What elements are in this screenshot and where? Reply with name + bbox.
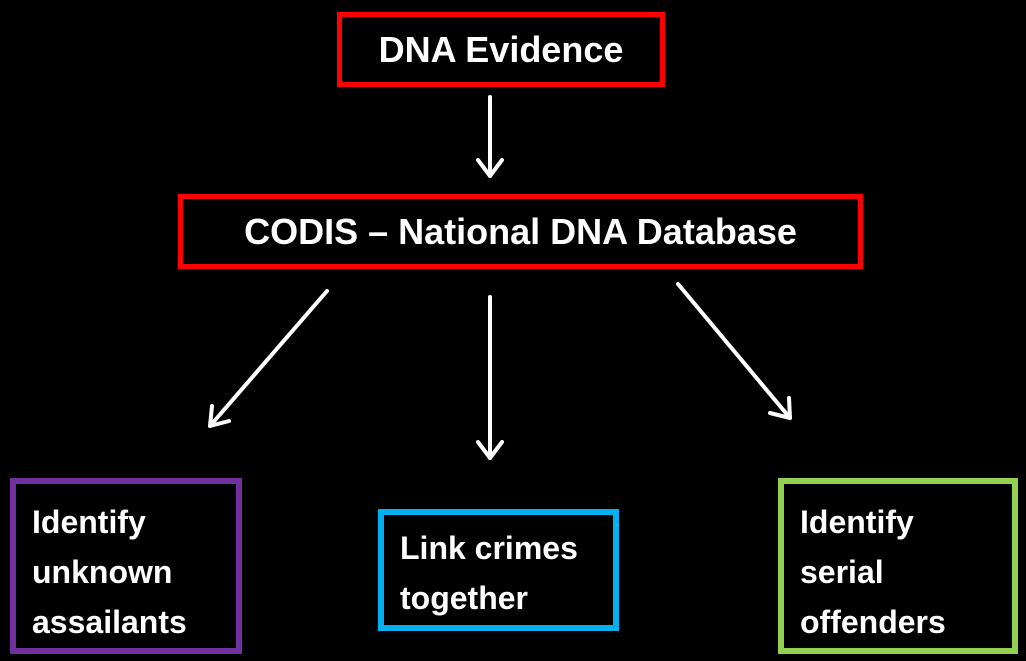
arrow-database-to-left xyxy=(208,289,329,428)
left-node-line-2: unknown xyxy=(32,554,173,590)
arrow-source-to-database xyxy=(476,95,504,178)
codis-database-label: CODIS – National DNA Database xyxy=(244,210,797,252)
codis-database-node: CODIS – National DNA Database xyxy=(178,194,863,269)
center-node-line-2: together xyxy=(400,580,528,616)
arrow-database-to-right xyxy=(676,282,792,420)
identify-unknown-assailants-node: Identify unknown assailants xyxy=(10,478,242,654)
right-node-line-2: serial xyxy=(800,554,884,590)
link-crimes-together-node: Link crimes together xyxy=(378,509,619,631)
left-node-line-1: Identify xyxy=(32,504,146,540)
dna-evidence-label: DNA Evidence xyxy=(378,28,624,70)
left-node-line-3: assailants xyxy=(32,604,187,640)
right-node-line-1: Identify xyxy=(800,504,914,540)
identify-serial-offenders-node: Identify serial offenders xyxy=(778,478,1018,654)
arrow-database-to-center xyxy=(476,295,504,460)
center-node-line-1: Link crimes xyxy=(400,530,578,566)
right-node-line-3: offenders xyxy=(800,604,946,640)
dna-evidence-node: DNA Evidence xyxy=(337,12,665,87)
